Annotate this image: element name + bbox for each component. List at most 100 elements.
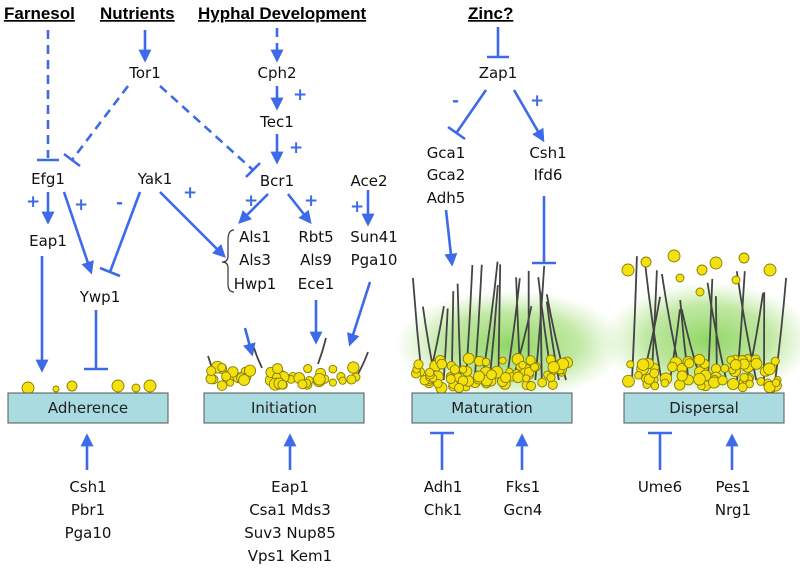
yeast-cell	[111, 379, 125, 393]
gene-gca1: Gca1	[427, 144, 466, 162]
yeast-cell	[303, 364, 313, 374]
dispersed-yeast-cell	[738, 252, 750, 264]
dispersal-activator: Nrg1	[715, 501, 751, 519]
inhibit-bar-tor1-bcr1	[245, 162, 261, 178]
hypha	[774, 277, 787, 381]
inhibit-bar-tor1-efg1	[63, 152, 81, 168]
yeast-cell	[626, 360, 635, 369]
stage-label-initiation: Initiation	[251, 399, 317, 417]
sign-plus: +	[293, 85, 307, 105]
yeast-cell	[649, 368, 660, 379]
sign-minus: -	[116, 193, 123, 213]
yeast-cell	[445, 374, 456, 384]
gene-pga10: Pga10	[351, 251, 398, 269]
stage-bar-dispersal	[623, 392, 785, 424]
gene-eap1: Eap1	[29, 232, 67, 250]
yeast-cell	[518, 360, 527, 370]
yeast-cell	[727, 377, 740, 391]
yeast-cell	[500, 372, 512, 384]
yeast-cell	[729, 359, 742, 371]
yeast-cell	[66, 380, 78, 392]
dispersal-activator: Pes1	[715, 478, 750, 496]
yeast-cell	[454, 382, 465, 394]
yeast-cell	[346, 374, 357, 385]
header-hyphal-development: Hyphal Development	[198, 4, 366, 23]
gene-tor1: Tor1	[128, 64, 161, 82]
stage-bar-maturation	[411, 392, 573, 424]
regulation-signs: + + - + + + - + + + +	[26, 85, 544, 217]
yeast-cell	[473, 370, 485, 383]
yeast-cell	[449, 364, 460, 375]
stage-bar-adherence	[7, 392, 169, 424]
gene-gca2: Gca2	[427, 166, 466, 184]
gene-rbt5: Rbt5	[298, 228, 333, 246]
initiation-regulator: Vps1 Kem1	[248, 547, 332, 565]
yeast-cell	[217, 362, 227, 373]
yeast-cell	[650, 381, 660, 391]
yeast-cell	[684, 358, 695, 369]
dispersed-yeast-cell	[621, 263, 635, 277]
yeast-cell	[622, 374, 635, 388]
edge-bcr1-rbt5	[286, 193, 312, 225]
gene-hwp1: Hwp1	[234, 275, 277, 293]
yeast-cell	[636, 358, 650, 371]
hypha	[357, 351, 369, 375]
yeast-cell	[756, 377, 766, 386]
yeast-cell	[750, 357, 763, 370]
gene-ace2: Ace2	[350, 172, 387, 190]
hypha	[669, 309, 681, 381]
yeast-cell	[737, 382, 748, 393]
yeast-cell	[347, 361, 360, 374]
sign-plus: +	[74, 195, 88, 215]
yeast-cell	[498, 356, 507, 365]
edge-adh5-maturation	[444, 209, 458, 267]
sign-plus: +	[289, 138, 303, 158]
gene-zap1: Zap1	[479, 64, 518, 82]
gene-als3: Als3	[239, 251, 271, 269]
edge-yak1-als	[159, 191, 226, 258]
edge-bcr1-als	[238, 193, 269, 224]
sign-plus: +	[183, 183, 197, 203]
hypha	[253, 347, 263, 369]
gene-efg1: Efg1	[31, 170, 65, 188]
yeast-cell	[221, 371, 232, 382]
stage-label-maturation: Maturation	[451, 399, 533, 417]
yeast-cell	[676, 370, 688, 382]
adherence-regulator: Csh1	[69, 478, 106, 496]
yeast-cell	[771, 378, 781, 387]
gene-ece1: Ece1	[298, 275, 335, 293]
maturation-inhibitor: Adh1	[424, 478, 463, 496]
yeast-cell	[770, 356, 780, 366]
yeast-cell	[143, 379, 157, 393]
yeast-cell	[436, 358, 448, 370]
yeast-cell	[216, 380, 228, 391]
edge-zap1-csh1	[512, 89, 545, 143]
yeast-cell	[522, 374, 531, 383]
dispersed-yeast-cell	[640, 256, 652, 268]
yeast-cell	[425, 367, 435, 377]
adherence-regulator: Pbr1	[71, 501, 105, 519]
inhibit-bar-ywp1	[99, 266, 121, 278]
edge-yak1-ywp1	[108, 191, 142, 273]
yeast-cell	[297, 379, 308, 390]
yeast-cell	[512, 371, 524, 384]
yeast-cell	[526, 381, 537, 391]
initiation-regulator: Csa1 Mds3	[249, 501, 331, 519]
dispersed-yeast-cell	[675, 273, 685, 283]
header-nutrients: Nutrients	[100, 4, 175, 23]
yeast-cell	[328, 364, 338, 374]
yeast-cell	[338, 376, 347, 385]
hypha	[442, 308, 449, 381]
hypha	[679, 299, 690, 381]
hypha	[473, 264, 483, 381]
header-zinc: Zinc?	[468, 4, 513, 23]
dispersed-yeast-cell	[731, 275, 741, 285]
yeast-cell	[272, 363, 283, 375]
initiation-regulator: Suv3 Nup85	[244, 524, 336, 542]
gene-bcr1: Bcr1	[260, 172, 294, 190]
initiation-regulator: Eap1	[271, 478, 309, 496]
gene-yak1: Yak1	[137, 170, 173, 188]
gene-ifd6: Ifd6	[534, 166, 563, 184]
yeast-cell	[131, 383, 141, 393]
